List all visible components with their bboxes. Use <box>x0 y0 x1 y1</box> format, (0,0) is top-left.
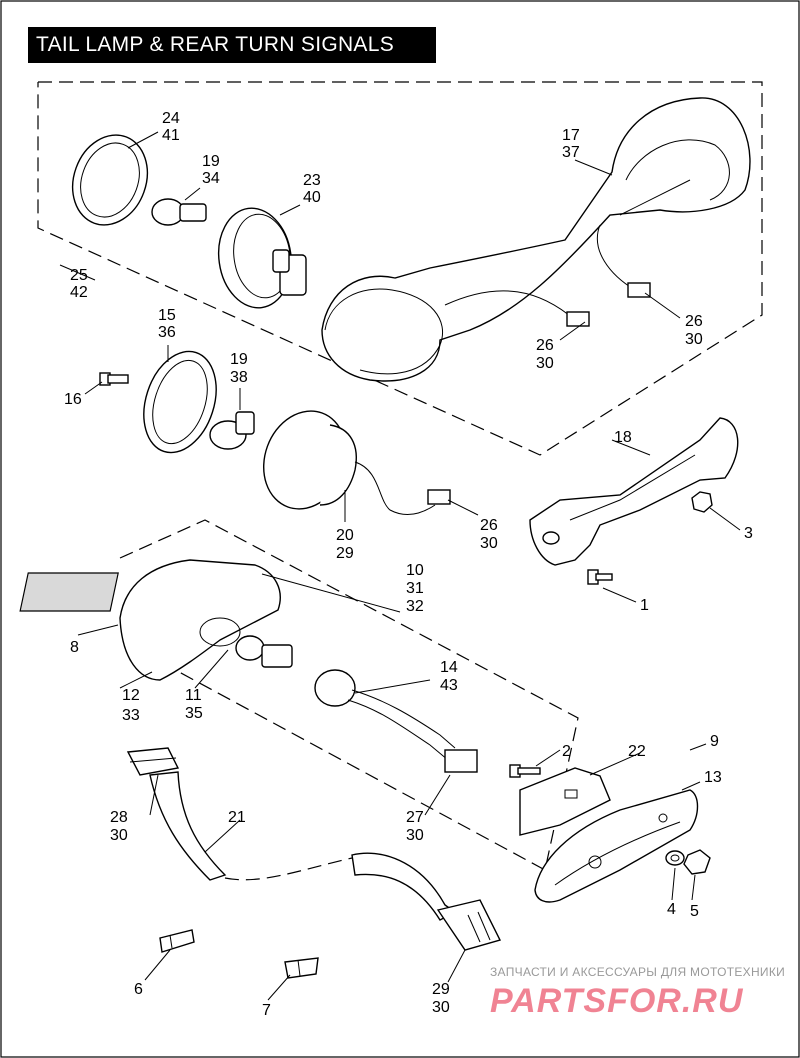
watermark-tagline: ЗАПЧАСТИ И АКСЕССУАРЫ ДЛЯ МОТОТЕХНИКИ <box>490 965 785 979</box>
callout-30a: 30 <box>685 331 703 348</box>
callout-14: 14 <box>440 659 458 676</box>
nut-part-5 <box>683 849 711 875</box>
callout-1: 1 <box>640 597 649 614</box>
callout-16: 16 <box>64 391 82 408</box>
callout-24: 24 <box>162 110 180 127</box>
bulb-part-lower <box>209 411 255 450</box>
callout-13: 13 <box>704 769 722 786</box>
callout-31: 31 <box>406 580 424 597</box>
harness-cable-hidden <box>224 857 353 881</box>
screw-part-2 <box>509 764 541 778</box>
callout-30d: 30 <box>110 827 128 844</box>
callout-35: 35 <box>185 705 203 722</box>
callout-5: 5 <box>690 903 699 920</box>
callout-17: 17 <box>562 127 580 144</box>
callout-29a: 29 <box>336 545 354 562</box>
callout-19a: 19 <box>202 153 220 170</box>
callout-29b: 29 <box>432 981 450 998</box>
watermark-logo: PARTSFOR.RU <box>490 982 744 1020</box>
callout-40: 40 <box>303 189 321 206</box>
callout-43: 43 <box>440 677 458 694</box>
callout-9: 9 <box>710 733 719 750</box>
callout-7: 7 <box>262 1002 271 1019</box>
washer-part-4 <box>665 850 685 866</box>
callout-6: 6 <box>134 981 143 998</box>
harness-cable-left <box>149 771 227 881</box>
callout-38: 38 <box>230 369 248 386</box>
connector-upper-left <box>566 311 590 327</box>
callout-28: 28 <box>110 809 128 826</box>
upper-right-wire <box>596 224 636 291</box>
callout-26c: 26 <box>480 517 498 534</box>
screw-part-16 <box>99 372 129 386</box>
cable-clip-6 <box>159 929 195 953</box>
tail-lamp-housing-part <box>19 559 281 681</box>
callout-18: 18 <box>614 429 632 446</box>
bracket-part-22 <box>519 767 611 836</box>
bezel-ring-part <box>143 350 217 454</box>
callout-30b: 30 <box>536 355 554 372</box>
callout-37: 37 <box>562 144 580 161</box>
upper-assembly-boundary <box>37 81 763 456</box>
callout-22: 22 <box>628 743 646 760</box>
lower-assembly-boundary <box>119 519 579 871</box>
callout-11: 11 <box>185 687 202 704</box>
diagram-title: TAIL LAMP & REAR TURN SIGNALS <box>28 27 436 63</box>
screw-part-1 <box>587 569 613 585</box>
callout-41: 41 <box>162 127 180 144</box>
socket-harness-part <box>314 669 478 773</box>
callout-33: 33 <box>122 707 140 724</box>
watermark: ЗАПЧАСТИ И АКСЕССУАРЫ ДЛЯ МОТОТЕХНИКИ PA… <box>490 965 785 1020</box>
leader-lines <box>59 131 741 1001</box>
cable-clip-7 <box>284 957 319 979</box>
flange-nut-part <box>691 491 713 513</box>
connector-27 <box>444 749 478 773</box>
upper-wire-stub <box>619 179 691 216</box>
callout-30e: 30 <box>406 827 424 844</box>
callout-8: 8 <box>70 639 79 656</box>
connector-upper-right <box>627 282 651 298</box>
callout-30c: 30 <box>480 535 498 552</box>
upper-left-wire <box>444 290 576 321</box>
callout-2: 2 <box>562 743 571 760</box>
callout-34: 34 <box>202 170 220 187</box>
callout-12: 12 <box>122 687 140 704</box>
connector-turn-signal <box>427 489 451 505</box>
callout-30f: 30 <box>432 999 450 1016</box>
turn-signal-wire <box>354 461 436 516</box>
callout-3: 3 <box>744 525 753 542</box>
callout-15: 15 <box>158 307 176 324</box>
harness-connector-28 <box>126 747 180 776</box>
callout-labels: 24 41 19 34 23 40 17 37 25 42 26 30 26 3… <box>64 110 753 1019</box>
callout-32: 32 <box>406 598 424 615</box>
callout-26b: 26 <box>536 337 554 354</box>
callout-25: 25 <box>70 267 88 284</box>
callout-21: 21 <box>228 809 246 826</box>
rear-lamp-lens-part <box>534 789 699 903</box>
bulb-part-upper <box>151 198 207 226</box>
callout-27: 27 <box>406 809 424 826</box>
turn-signal-assembly-part <box>321 97 751 382</box>
lens-cap-part <box>71 134 149 226</box>
harness-connector-29 <box>436 899 502 951</box>
callout-4: 4 <box>667 901 676 918</box>
callout-23: 23 <box>303 172 321 189</box>
mounting-bracket-part <box>529 417 739 566</box>
lamp-housing-part <box>217 207 307 309</box>
callout-19b: 19 <box>230 351 248 368</box>
callout-26a: 26 <box>685 313 703 330</box>
callout-10: 10 <box>406 562 424 579</box>
turn-signal-lamp-part <box>263 410 357 510</box>
bulb-part-tail <box>235 635 293 668</box>
callout-20: 20 <box>336 527 354 544</box>
callout-36: 36 <box>158 324 176 341</box>
callout-42: 42 <box>70 284 88 301</box>
